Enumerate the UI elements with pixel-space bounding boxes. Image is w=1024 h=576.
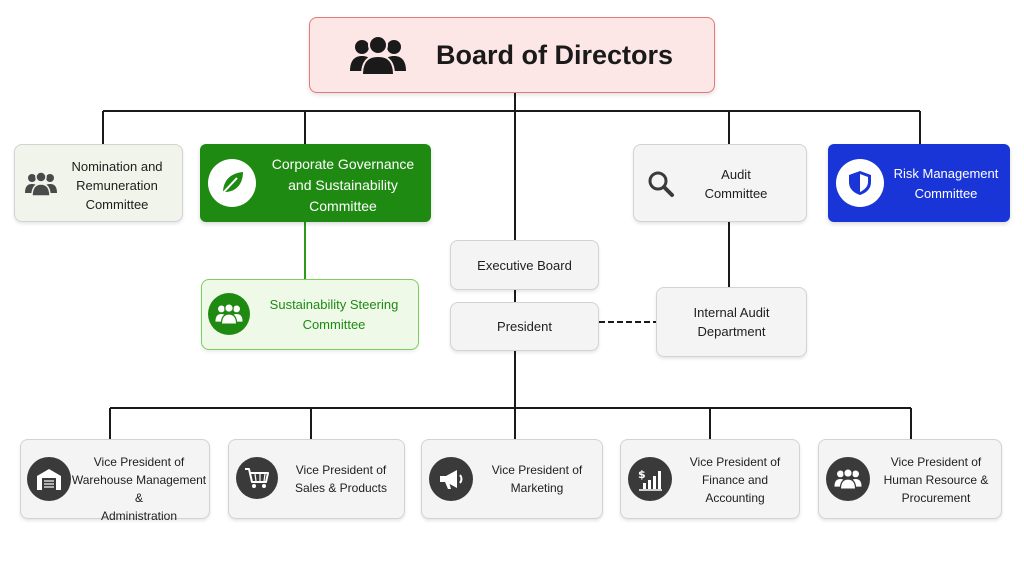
vp-marketing-label: Vice President of Marketing bbox=[491, 463, 583, 495]
internal-audit-label: Internal Audit Department bbox=[693, 305, 770, 339]
finance-chart-icon: $ bbox=[628, 457, 672, 501]
risk-management-committee[interactable]: Risk Management Committee bbox=[828, 144, 1010, 222]
audit-committee[interactable]: Audit Committee bbox=[633, 144, 807, 222]
vp-sales-label: Vice President of Sales & Products bbox=[294, 463, 388, 495]
nomination-label: Nomination and Remuneration Committee bbox=[71, 159, 163, 212]
svg-text:$: $ bbox=[638, 468, 646, 481]
risk-label: Risk Management Committee bbox=[893, 166, 999, 201]
leaf-icon bbox=[208, 159, 256, 207]
vp-warehouse-label: Vice President of Warehouse Management &… bbox=[71, 455, 207, 523]
board-of-directors-box[interactable]: Board of Directors bbox=[309, 17, 715, 93]
search-icon bbox=[646, 169, 676, 204]
executive-board[interactable]: Executive Board bbox=[450, 240, 599, 290]
president-label: President bbox=[497, 319, 552, 334]
people-group-icon bbox=[25, 171, 57, 202]
people-group-icon bbox=[208, 293, 250, 335]
vp-finance-accounting[interactable]: $ Vice President of Finance and Accounti… bbox=[620, 439, 800, 519]
shopping-cart-icon bbox=[236, 457, 278, 499]
people-group-icon bbox=[348, 35, 408, 82]
people-group-icon bbox=[826, 457, 870, 501]
audit-label: Audit Committee bbox=[704, 167, 768, 201]
executive-board-label: Executive Board bbox=[477, 257, 572, 273]
internal-audit-department[interactable]: Internal Audit Department bbox=[656, 287, 807, 357]
corporate-governance-committee[interactable]: Corporate Governance and Sustainability … bbox=[200, 144, 431, 222]
vp-warehouse-management[interactable]: Vice President of Warehouse Management &… bbox=[20, 439, 210, 523]
governance-label: Corporate Governance and Sustainability … bbox=[271, 156, 415, 214]
president[interactable]: President bbox=[450, 302, 599, 351]
vp-human-resource-procurement[interactable]: Vice President of Human Resource & Procu… bbox=[818, 439, 1002, 519]
warehouse-icon bbox=[27, 457, 71, 501]
vp-marketing[interactable]: Vice President of Marketing bbox=[421, 439, 603, 519]
vp-sales-products[interactable]: Vice President of Sales & Products bbox=[228, 439, 405, 519]
shield-icon bbox=[836, 159, 884, 207]
nomination-remuneration-committee[interactable]: Nomination and Remuneration Committee bbox=[14, 144, 183, 222]
megaphone-icon bbox=[429, 457, 473, 501]
sustainability-steering-committee[interactable]: Sustainability Steering Committee bbox=[201, 279, 419, 350]
vp-human-resource-label: Vice President of Human Resource & Procu… bbox=[883, 455, 989, 505]
vp-finance-label: Vice President of Finance and Accounting bbox=[689, 455, 781, 505]
steering-label: Sustainability Steering Committee bbox=[269, 297, 399, 332]
board-title: Board of Directors bbox=[436, 40, 674, 70]
